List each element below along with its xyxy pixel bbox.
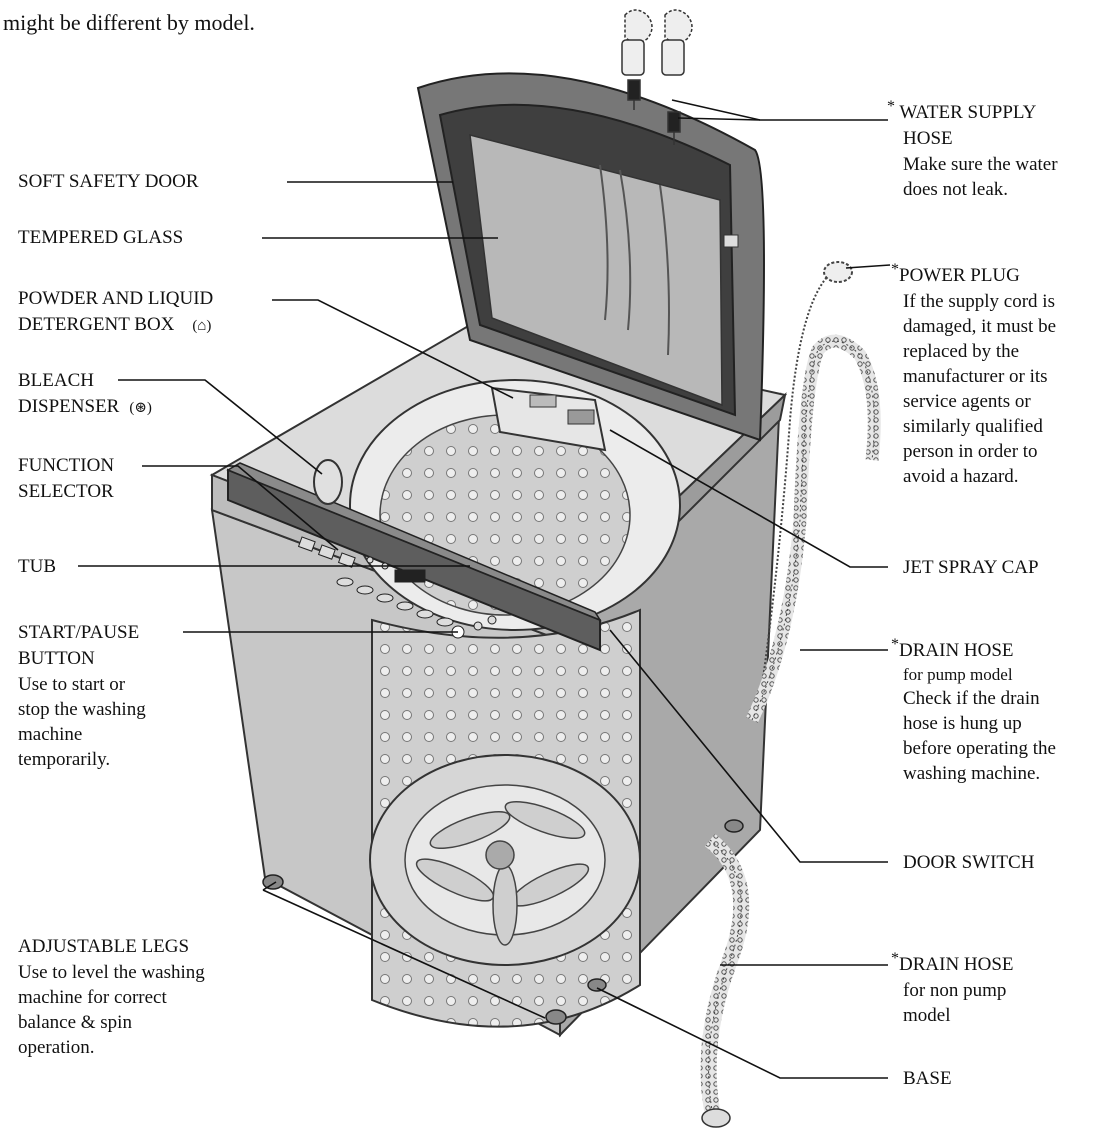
- bleach-symbol-icon: (⊛): [129, 400, 152, 416]
- label-bleach-line1: BLEACH: [18, 370, 94, 391]
- label-start-pause: START/PAUSE BUTTON Use to start or stop …: [18, 620, 146, 772]
- label-door-switch: DOOR SWITCH: [903, 852, 1035, 873]
- water-note: Make sure the water does not leak.: [903, 154, 1058, 200]
- pulsator: [415, 800, 590, 946]
- label-bleach-dispenser: BLEACH DISPENSER (⊛): [18, 368, 152, 421]
- label-bleach-line2: DISPENSER: [18, 396, 120, 417]
- lid: [416, 72, 765, 442]
- drain-pump-sub: for pump model: [903, 665, 1013, 684]
- label-drain-hose-nonpump: *DRAIN HOSE for non pump model: [891, 950, 1014, 1028]
- leader-lines: [78, 99, 891, 1079]
- label-plug-title: POWER PLUG: [899, 265, 1020, 286]
- label-water-line1: WATER SUPPLY: [899, 102, 1037, 123]
- asterisk-mark: *: [891, 950, 899, 967]
- asterisk-mark: *: [891, 261, 899, 278]
- power-cord: [759, 261, 853, 701]
- label-water-line2: HOSE: [903, 128, 953, 149]
- label-detergent-box-line1: POWDER AND LIQUID: [18, 288, 214, 309]
- drain-nonpump-note: for non pump model: [903, 980, 1007, 1026]
- bleach-dispenser: [313, 459, 343, 505]
- label-water-supply-hose: * WATER SUPPLY HOSE Make sure the water …: [887, 98, 1058, 202]
- drain-pump-note: Check if the drain hose is hung up befor…: [903, 688, 1056, 784]
- label-jet-spray-cap: JET SPRAY CAP: [903, 557, 1039, 578]
- plug-note: If the supply cord is damaged, it must b…: [903, 291, 1057, 487]
- label-function-selector: FUNCTION SELECTOR: [18, 453, 114, 505]
- label-start-line2: BUTTON: [18, 648, 95, 669]
- water-supply-hose: [621, 9, 693, 145]
- detergent-box: [490, 386, 607, 452]
- label-adjustable-legs: ADJUSTABLE LEGS Use to level the washing…: [18, 934, 205, 1060]
- label-function-line1: FUNCTION: [18, 455, 115, 476]
- asterisk-mark: *: [887, 98, 895, 115]
- label-drain-nonpump-title: DRAIN HOSE: [899, 954, 1014, 975]
- label-soft-safety-door: SOFT SAFETY DOOR: [18, 171, 199, 192]
- intro-text: might be different by model.: [3, 10, 255, 35]
- detergent-symbol-icon: (⌂): [192, 318, 212, 334]
- label-tub: TUB: [18, 556, 56, 577]
- label-tempered-glass: TEMPERED GLASS: [18, 227, 184, 248]
- label-legs-title: ADJUSTABLE LEGS: [18, 936, 190, 957]
- label-function-line2: SELECTOR: [18, 481, 114, 502]
- label-start-line1: START/PAUSE: [18, 622, 140, 643]
- asterisk-mark: *: [891, 636, 899, 653]
- legs-note: Use to level the washing machine for cor…: [18, 962, 205, 1058]
- label-drain-hose-pump: *DRAIN HOSE for pump model Check if the …: [891, 636, 1056, 786]
- label-drain-pump-title: DRAIN HOSE: [899, 640, 1014, 661]
- label-power-plug: *POWER PLUG If the supply cord is damage…: [891, 261, 1057, 489]
- inner-tub-cutaway: [369, 608, 641, 1028]
- label-base: BASE: [903, 1068, 952, 1089]
- label-detergent-box-line2: DETERGENT BOX: [18, 314, 175, 335]
- label-detergent-box: POWDER AND LIQUID DETERGENT BOX (⌂): [18, 286, 213, 339]
- start-pause-note: Use to start or stop the washing machine…: [18, 674, 146, 770]
- adjustable-legs: [262, 819, 744, 1025]
